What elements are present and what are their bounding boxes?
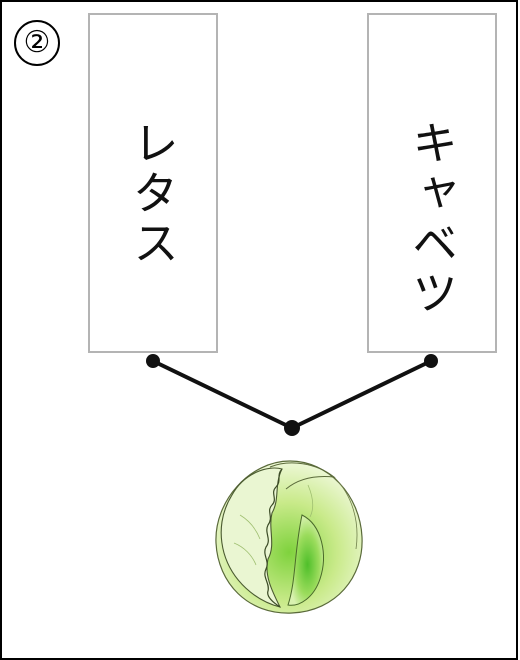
choice-label-lettuce: レタス: [126, 119, 180, 269]
question-number: ②: [14, 20, 60, 66]
right-choice-dot[interactable]: [424, 354, 438, 368]
line-to-right-choice: [290, 359, 433, 430]
lettuce-icon: [215, 460, 363, 614]
choice-label-cabbage: キャベツ: [405, 119, 459, 319]
line-to-left-choice: [151, 359, 294, 430]
left-choice-dot[interactable]: [146, 354, 160, 368]
choice-box-cabbage[interactable]: キャベツ: [367, 13, 497, 353]
picture-dot[interactable]: [284, 420, 300, 436]
choice-box-lettuce[interactable]: レタス: [88, 13, 218, 353]
